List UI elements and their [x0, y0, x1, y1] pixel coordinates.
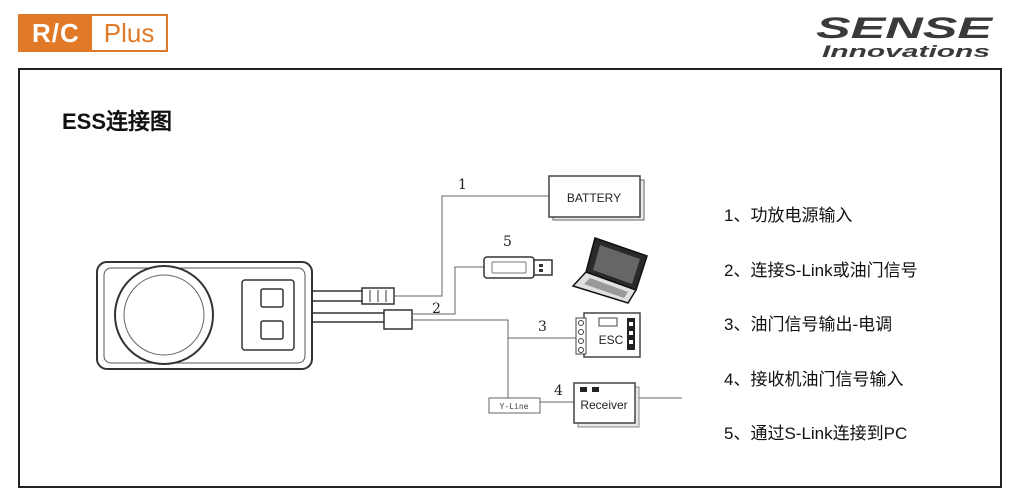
battery-label: BATTERY	[567, 191, 621, 205]
legend-item-1: 1、功放电源输入	[724, 206, 853, 225]
page-title: ESS连接图	[62, 109, 173, 134]
esc-label: ESC	[599, 333, 624, 347]
wire-number-5: 5	[503, 234, 512, 250]
lower-port-icon	[260, 320, 284, 340]
sense-logo-word: SENSE	[816, 12, 994, 45]
usb-link-icon	[483, 256, 553, 279]
wires	[394, 195, 682, 403]
wire-number-1: 1	[458, 177, 467, 193]
y-line-label: Y-Line	[500, 402, 529, 411]
legend-item-4: 4、接收机油门信号输入	[724, 369, 904, 389]
esc-unit: ESC	[575, 312, 641, 358]
legend-item-5: 5、通过S-Link连接到PC	[724, 424, 908, 443]
connection-diagram: 1 2 3 4 5 BATTERY ESC	[96, 175, 682, 428]
wire-number-4: 4	[554, 383, 563, 399]
receiver: Receiver	[573, 382, 640, 428]
legend-item-3: 3、油门信号输出-电调	[724, 315, 893, 334]
rc-logo-text: Plus	[103, 17, 155, 48]
rc-logo-mark: R/C	[20, 16, 92, 50]
innovations-logo-word: Innovations	[822, 42, 990, 61]
ess-unit	[96, 261, 313, 370]
wire-number-2: 2	[432, 301, 441, 317]
y-line: Y-Line	[488, 397, 541, 414]
receiver-label: Receiver	[580, 398, 627, 412]
legend-list: 1、功放电源输入 2、连接S-Link或油门信号 3、油门信号输出-电调 4、接…	[724, 204, 918, 477]
upper-port-icon	[260, 288, 284, 308]
wire-number-3: 3	[538, 319, 547, 335]
laptop-icon	[571, 237, 648, 304]
ess-cables	[312, 287, 413, 330]
battery: BATTERY	[548, 175, 645, 221]
sense-innovations-logo: SENSE Innovations	[816, 12, 994, 61]
rc-plus-logo: R/C Plus	[18, 14, 169, 52]
legend-item-2: 2、连接S-Link或油门信号	[724, 260, 918, 280]
speaker-icon	[114, 265, 214, 365]
signal-connector-icon	[383, 309, 413, 330]
